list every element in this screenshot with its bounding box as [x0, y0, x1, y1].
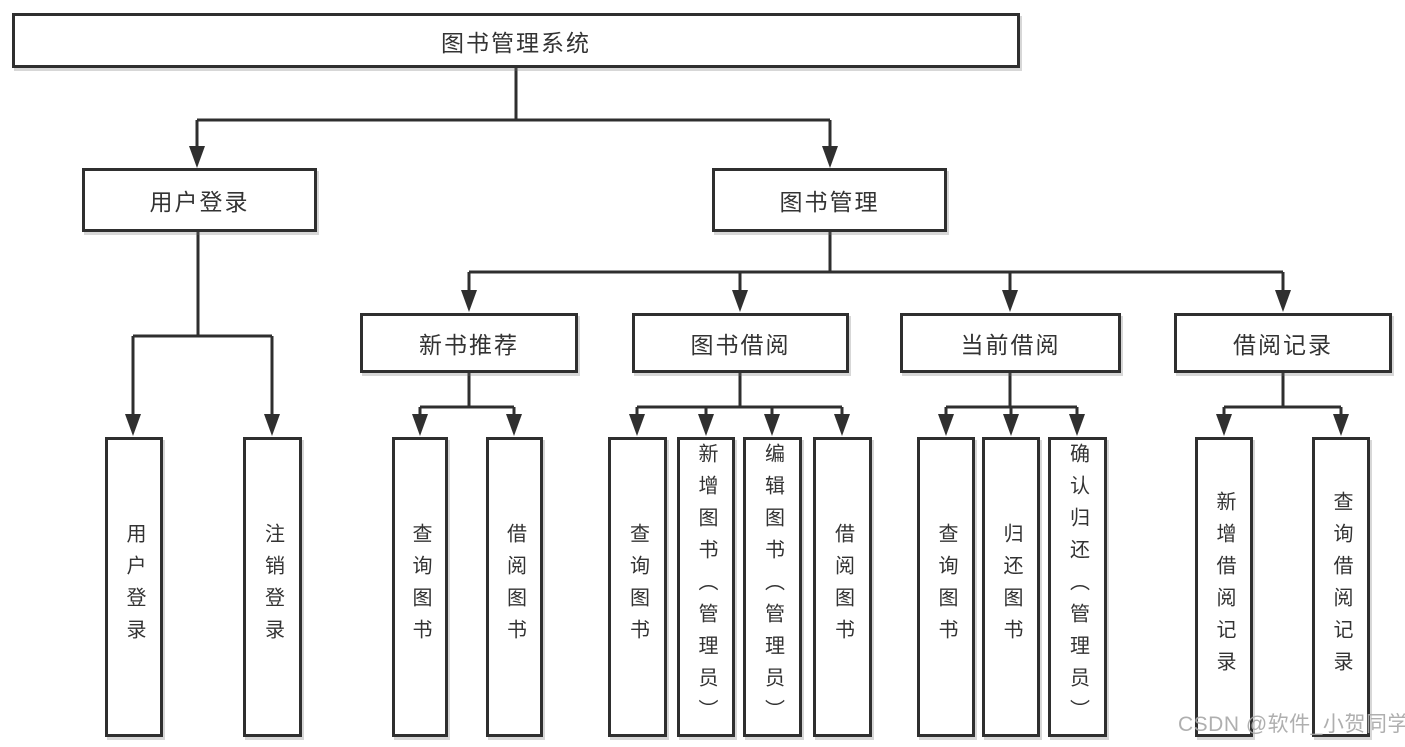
node-label: 新增图书（管理员）: [695, 443, 717, 731]
node-borrowing-records: 借阅记录: [1174, 313, 1392, 373]
leaf-borrowing-borrow-books: 借阅图书: [813, 437, 872, 737]
leaf-edit-books-admin: 编辑图书（管理员）: [743, 437, 802, 737]
leaf-borrowing-query-books: 查询图书: [608, 437, 667, 737]
node-book-borrowing: 图书借阅: [632, 313, 849, 373]
node-label: 查询图书: [409, 523, 431, 651]
node-label: 图书管理: [779, 189, 880, 215]
node-new-book-recommend: 新书推荐: [360, 313, 578, 373]
node-system-root: 图书管理系统: [12, 13, 1020, 68]
leaf-user-login: 用户登录: [105, 437, 163, 737]
node-label: 新增借阅记录: [1213, 491, 1235, 683]
leaf-confirm-return-admin: 确认归还（管理员）: [1048, 437, 1107, 737]
leaf-add-borrow-record: 新增借阅记录: [1195, 437, 1253, 737]
leaf-recommend-borrow-books: 借阅图书: [486, 437, 543, 737]
leaf-return-books: 归还图书: [982, 437, 1040, 737]
node-label: 归还图书: [1000, 523, 1022, 651]
leaf-query-borrow-record: 查询借阅记录: [1312, 437, 1370, 737]
leaf-recommend-query-books: 查询图书: [392, 437, 448, 737]
csdn-watermark: CSDN @软件_小贺同学: [1178, 713, 1405, 736]
node-label: 新书推荐: [419, 332, 519, 358]
leaf-logout: 注销登录: [243, 437, 302, 737]
node-current-borrowing: 当前借阅: [900, 313, 1121, 373]
node-label: 查询图书: [935, 523, 957, 651]
node-label: 确认归还（管理员）: [1066, 443, 1089, 731]
node-label: 借阅记录: [1233, 332, 1333, 358]
leaf-add-books-admin: 新增图书（管理员）: [677, 437, 735, 737]
leaf-current-query-books: 查询图书: [917, 437, 975, 737]
node-label: 用户登录: [123, 523, 145, 651]
node-user-login: 用户登录: [82, 168, 317, 232]
node-label: 查询借阅记录: [1330, 491, 1352, 683]
node-label: 借阅图书: [831, 523, 854, 651]
node-label: 注销登录: [261, 523, 284, 651]
node-book-management: 图书管理: [712, 168, 947, 232]
node-label: 图书借阅: [690, 332, 791, 358]
node-label: 当前借阅: [960, 332, 1061, 358]
node-label: 编辑图书（管理员）: [761, 443, 784, 731]
node-label: 用户登录: [149, 189, 250, 215]
node-label: 借阅图书: [503, 523, 526, 651]
node-label: 图书管理系统: [441, 29, 591, 56]
node-label: 查询图书: [626, 523, 649, 651]
